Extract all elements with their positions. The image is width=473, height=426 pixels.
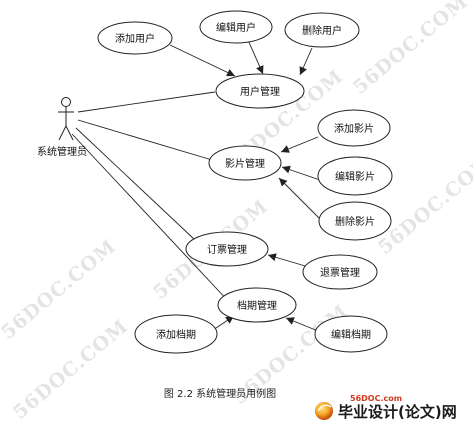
relation-arrow <box>281 165 321 181</box>
watermark-text: 56DOC.COM <box>349 0 472 99</box>
actor-label: 系统管理员 <box>37 145 87 158</box>
relation-arrow <box>212 315 235 331</box>
use-case-label: 档期管理 <box>237 299 277 312</box>
figure-caption: 图 2.2 系统管理员用例图 <box>164 387 276 400</box>
use-case-ticket-mgmt: 订票管理 <box>185 231 269 267</box>
use-case-label: 编辑影片 <box>335 170 375 183</box>
use-case-label: 删除影片 <box>335 215 375 228</box>
use-case-label: 编辑档期 <box>331 328 371 341</box>
association-line <box>77 91 216 113</box>
relation-arrow <box>169 44 236 77</box>
use-case-schedule-mgmt: 档期管理 <box>217 287 297 323</box>
use-case-label: 订票管理 <box>207 243 247 256</box>
relation-arrow <box>267 253 313 269</box>
brand-name: 毕业设计(论文)网 <box>338 403 457 421</box>
watermark-text: 56DOC.COM <box>9 315 132 424</box>
use-case-add-user: 添加用户 <box>97 21 173 55</box>
site-branding: 56DOC.com 毕业设计(论文)网 <box>315 394 457 421</box>
use-case-label: 添加档期 <box>156 328 196 341</box>
relation-arrow <box>280 136 319 153</box>
use-case-label: 编辑用户 <box>216 21 256 34</box>
site-logo-icon <box>315 402 333 420</box>
association-line <box>71 133 231 304</box>
use-case-user-mgmt: 用户管理 <box>215 73 305 109</box>
use-case-film-mgmt: 影片管理 <box>208 145 282 181</box>
use-case-label: 删除用户 <box>302 24 342 37</box>
brand-url: 56DOC.com <box>350 394 402 403</box>
use-case-add-film: 添加影片 <box>317 109 391 147</box>
watermark-text: 56DOC.COM <box>374 150 473 259</box>
relation-arrow <box>278 177 323 222</box>
relation-arrow <box>247 39 264 75</box>
use-case-label: 影片管理 <box>225 157 265 170</box>
use-case-label: 退票管理 <box>320 266 360 279</box>
association-line <box>75 127 196 241</box>
relation-arrow <box>285 317 319 332</box>
use-case-edit-user: 编辑用户 <box>199 10 273 44</box>
use-case-edit-schedule: 编辑档期 <box>314 315 388 353</box>
use-case-label: 添加影片 <box>334 122 374 135</box>
relation-arrow <box>299 47 313 76</box>
use-case-delete-user: 删除用户 <box>284 12 360 48</box>
association-line <box>77 119 213 161</box>
actor-stick-figure-icon <box>58 97 74 141</box>
use-case-delete-film: 删除影片 <box>318 201 392 241</box>
use-case-label: 用户管理 <box>240 85 280 98</box>
use-case-refund-mgmt: 退票管理 <box>302 254 378 290</box>
use-case-label: 添加用户 <box>115 32 155 45</box>
use-case-edit-film: 编辑影片 <box>317 156 393 196</box>
actor-system-admin: 系统管理员 <box>37 97 87 158</box>
use-case-add-schedule: 添加档期 <box>134 314 218 354</box>
